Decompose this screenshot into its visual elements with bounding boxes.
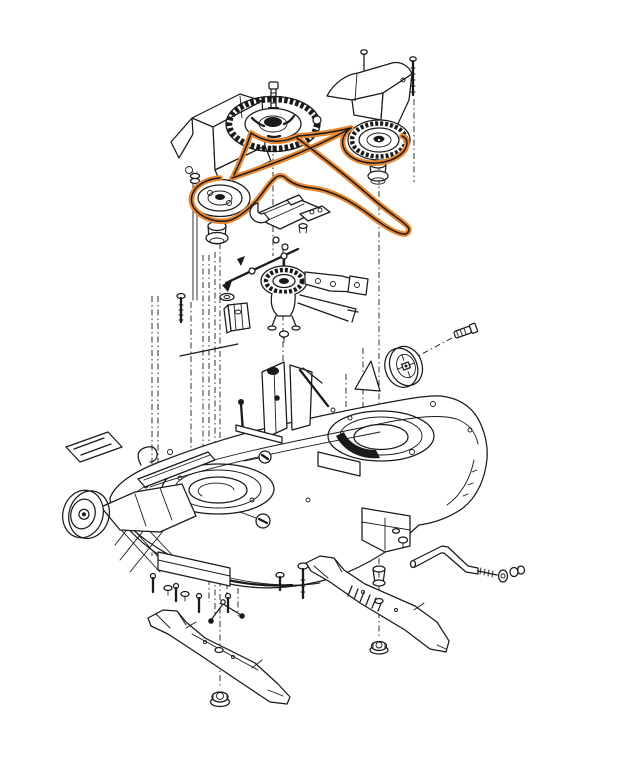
engine-mount-bracket <box>249 194 331 251</box>
hanger-bracket <box>223 302 251 334</box>
blade-center-hole <box>214 646 224 654</box>
lift-crank <box>409 545 526 583</box>
shaft-bar <box>179 343 239 357</box>
cover-bolt <box>360 49 417 97</box>
carriage-bolt <box>297 562 309 600</box>
engine-pulley <box>225 95 322 153</box>
deck-hardware <box>149 562 386 624</box>
long-bolt-left <box>176 292 186 324</box>
wheel-axle-bolt <box>453 322 479 339</box>
deck-washout-port <box>239 450 272 529</box>
blade-center-hole <box>374 597 384 605</box>
gusset-plate <box>354 360 381 392</box>
gauge-wheel-right <box>384 345 424 388</box>
v-linkage <box>208 599 245 624</box>
bottom-right-bracket <box>361 507 411 553</box>
left-wheel-bracket <box>100 451 216 533</box>
bottom-left-bracket <box>157 551 231 602</box>
gauge-wheel-left <box>62 489 110 540</box>
bolt-hole <box>185 166 193 174</box>
flange-nut-right <box>369 640 389 655</box>
crank-nut <box>509 566 519 578</box>
belt-keeper-tab <box>312 115 322 125</box>
deck-belt <box>188 125 412 237</box>
crank-washer <box>497 569 509 583</box>
j-hook <box>137 446 158 466</box>
idler-rod <box>176 247 300 357</box>
spindle-assembly <box>260 252 369 343</box>
belt-outline <box>190 127 410 235</box>
deck-shell <box>100 360 488 602</box>
belt-keeper-shadow <box>336 432 380 459</box>
flange-nut-left <box>209 691 231 708</box>
pulley-left <box>189 178 251 245</box>
idler-arm <box>297 271 369 323</box>
washer <box>219 292 235 302</box>
belt-guard-right <box>326 49 417 129</box>
spacer-plate <box>65 431 123 463</box>
spindle-housing <box>267 292 301 343</box>
right-spindle-ring <box>327 410 435 462</box>
pulley-left-spacer <box>205 220 229 245</box>
suspension-brackets <box>235 360 381 477</box>
blade-adapter <box>372 565 386 587</box>
blade-right <box>305 555 450 653</box>
blade-left <box>147 609 291 705</box>
